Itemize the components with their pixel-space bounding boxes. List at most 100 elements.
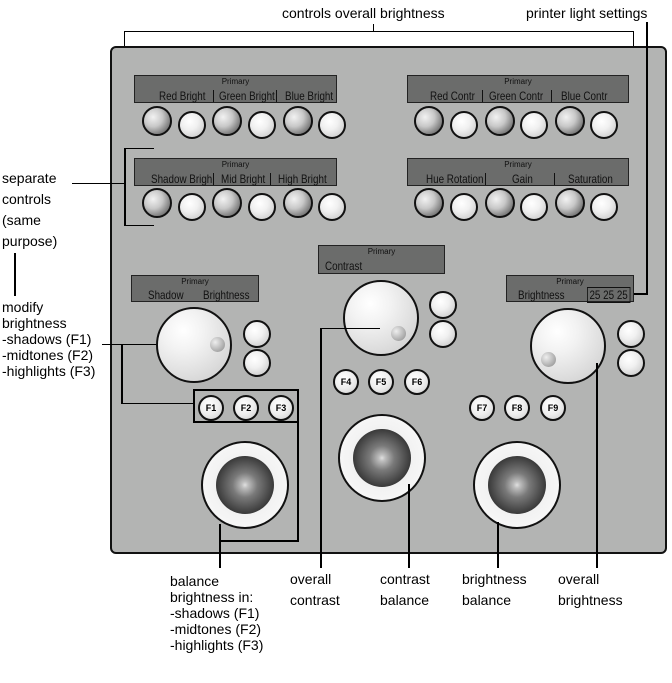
fkey-group-frame-right <box>297 389 299 541</box>
annotation-line: -shadows (F1) <box>2 331 92 347</box>
annotation-line: purpose) <box>2 233 58 249</box>
display-shadow-brightness: Primary Shadow Brightness <box>131 275 259 302</box>
display-rgb-contrast: Primary Red Contr Green Contr Blue Contr <box>407 75 629 103</box>
display-mode: Primary <box>504 160 532 169</box>
annotation-line: brightness <box>2 315 67 331</box>
green-bright-knob[interactable] <box>212 106 242 136</box>
f8-button[interactable]: F8 <box>504 395 530 421</box>
shadow-bright-button[interactable] <box>178 193 206 221</box>
label-green-contr: Green Contr <box>489 89 544 103</box>
brightness-balance-trackball[interactable] <box>473 441 561 529</box>
center-aux-button-1[interactable] <box>429 291 457 319</box>
printer-leader-vertical <box>646 22 648 295</box>
label-hue-rotation: Hue Rotation <box>426 172 484 186</box>
f9-button[interactable]: F9 <box>540 395 566 421</box>
saturation-button[interactable] <box>590 193 618 221</box>
divider <box>276 90 277 102</box>
red-bright-button[interactable] <box>178 111 206 139</box>
annotation-contrast-balance: contrast balance <box>380 569 430 611</box>
leader-contrast-balance <box>408 484 410 568</box>
green-bright-button[interactable] <box>248 111 276 139</box>
annotation-balance-brightness: balance brightness in: -shadows (F1) -mi… <box>170 573 263 653</box>
dial-indicator <box>391 326 406 341</box>
gain-button[interactable] <box>520 193 548 221</box>
divider <box>213 173 214 185</box>
mid-bright-knob[interactable] <box>212 188 242 218</box>
high-bright-button[interactable] <box>318 193 346 221</box>
red-contr-knob[interactable] <box>414 106 444 136</box>
left-aux-button-1[interactable] <box>243 320 271 348</box>
label-shadow-bright: Shadow Brigh <box>151 172 213 186</box>
f3-button[interactable]: F3 <box>268 395 294 421</box>
annotation-printer-light-settings: printer light settings <box>526 5 648 21</box>
annotation-overall-contrast: overall contrast <box>290 569 340 611</box>
annotation-line: overall <box>290 571 332 587</box>
hue-rotation-knob[interactable] <box>414 188 444 218</box>
annotation-line: (same <box>2 212 41 228</box>
trackball-ball <box>488 456 546 514</box>
shadow-bright-knob[interactable] <box>142 188 172 218</box>
f1-button[interactable]: F1 <box>198 395 224 421</box>
right-aux-button-1[interactable] <box>617 320 645 348</box>
label-brightness: Brightness <box>518 288 565 302</box>
f4-button[interactable]: F4 <box>333 369 359 395</box>
f6-button[interactable]: F6 <box>404 369 430 395</box>
blue-contr-button[interactable] <box>590 111 618 139</box>
brightness-dial[interactable] <box>530 308 606 384</box>
shadow-brightness-dial[interactable] <box>156 307 232 383</box>
f7-button[interactable]: F7 <box>469 395 495 421</box>
annotation-line: contrast <box>290 592 340 608</box>
bracket-top <box>124 31 634 32</box>
display-brightness: Primary Brightness 25 25 25 <box>506 275 634 303</box>
display-contrast: Primary Contrast <box>318 245 445 274</box>
left-aux-button-2[interactable] <box>243 349 271 377</box>
green-contr-knob[interactable] <box>485 106 515 136</box>
fkey-group-frame-left <box>193 389 195 423</box>
hue-rotation-button[interactable] <box>450 193 478 221</box>
leader-overall-contrast-vertical <box>320 328 322 568</box>
red-bright-knob[interactable] <box>142 106 172 136</box>
right-aux-button-2[interactable] <box>617 349 645 377</box>
divider <box>213 90 214 102</box>
mid-bright-button[interactable] <box>248 193 276 221</box>
contrast-balance-trackball[interactable] <box>338 414 426 502</box>
red-contr-button[interactable] <box>450 111 478 139</box>
high-bright-knob[interactable] <box>283 188 313 218</box>
label-brightness: Brightness <box>203 288 250 302</box>
annotation-line: brightness <box>462 571 527 587</box>
annotation-line: balance <box>462 592 512 608</box>
leader-overall-brightness <box>596 363 598 568</box>
bracket-separate-top <box>124 148 154 149</box>
blue-contr-knob[interactable] <box>555 106 585 136</box>
contrast-dial[interactable] <box>343 280 419 356</box>
label-green-bright: Green Bright <box>219 89 275 103</box>
f5-button[interactable]: F5 <box>368 369 394 395</box>
display-hue-gain-saturation: Primary Hue Rotation Gain Saturation <box>407 158 629 186</box>
trackball-ball <box>216 456 274 514</box>
blue-bright-knob[interactable] <box>283 106 313 136</box>
center-aux-button-2[interactable] <box>429 320 457 348</box>
blue-bright-button[interactable] <box>318 111 346 139</box>
green-contr-button[interactable] <box>520 111 548 139</box>
divider <box>485 173 486 185</box>
trackball-ball <box>353 429 411 487</box>
saturation-knob[interactable] <box>555 188 585 218</box>
gain-knob[interactable] <box>485 188 515 218</box>
annotation-line: -midtones (F2) <box>2 347 94 363</box>
leader-brightness-balance <box>497 522 499 568</box>
annotation-line: -highlights (F3) <box>170 637 264 653</box>
leader-modify-vertical <box>121 344 123 404</box>
label-high-bright: High Bright <box>278 172 327 186</box>
annotation-line: -highlights (F3) <box>2 363 96 379</box>
divider <box>554 173 555 185</box>
annotation-brightness-balance: brightness balance <box>462 569 527 611</box>
label-saturation: Saturation <box>568 172 613 186</box>
printer-light-value: 25 25 25 <box>587 287 631 303</box>
label-blue-contr: Blue Contr <box>561 89 608 103</box>
display-mode: Primary <box>367 247 396 256</box>
shadow-balance-trackball[interactable] <box>201 441 289 529</box>
f2-button[interactable]: F2 <box>233 395 259 421</box>
printer-leader-horizontal <box>633 293 648 295</box>
fkey-group-frame-top <box>193 389 299 391</box>
annotation-line: brightness in: <box>170 589 254 605</box>
